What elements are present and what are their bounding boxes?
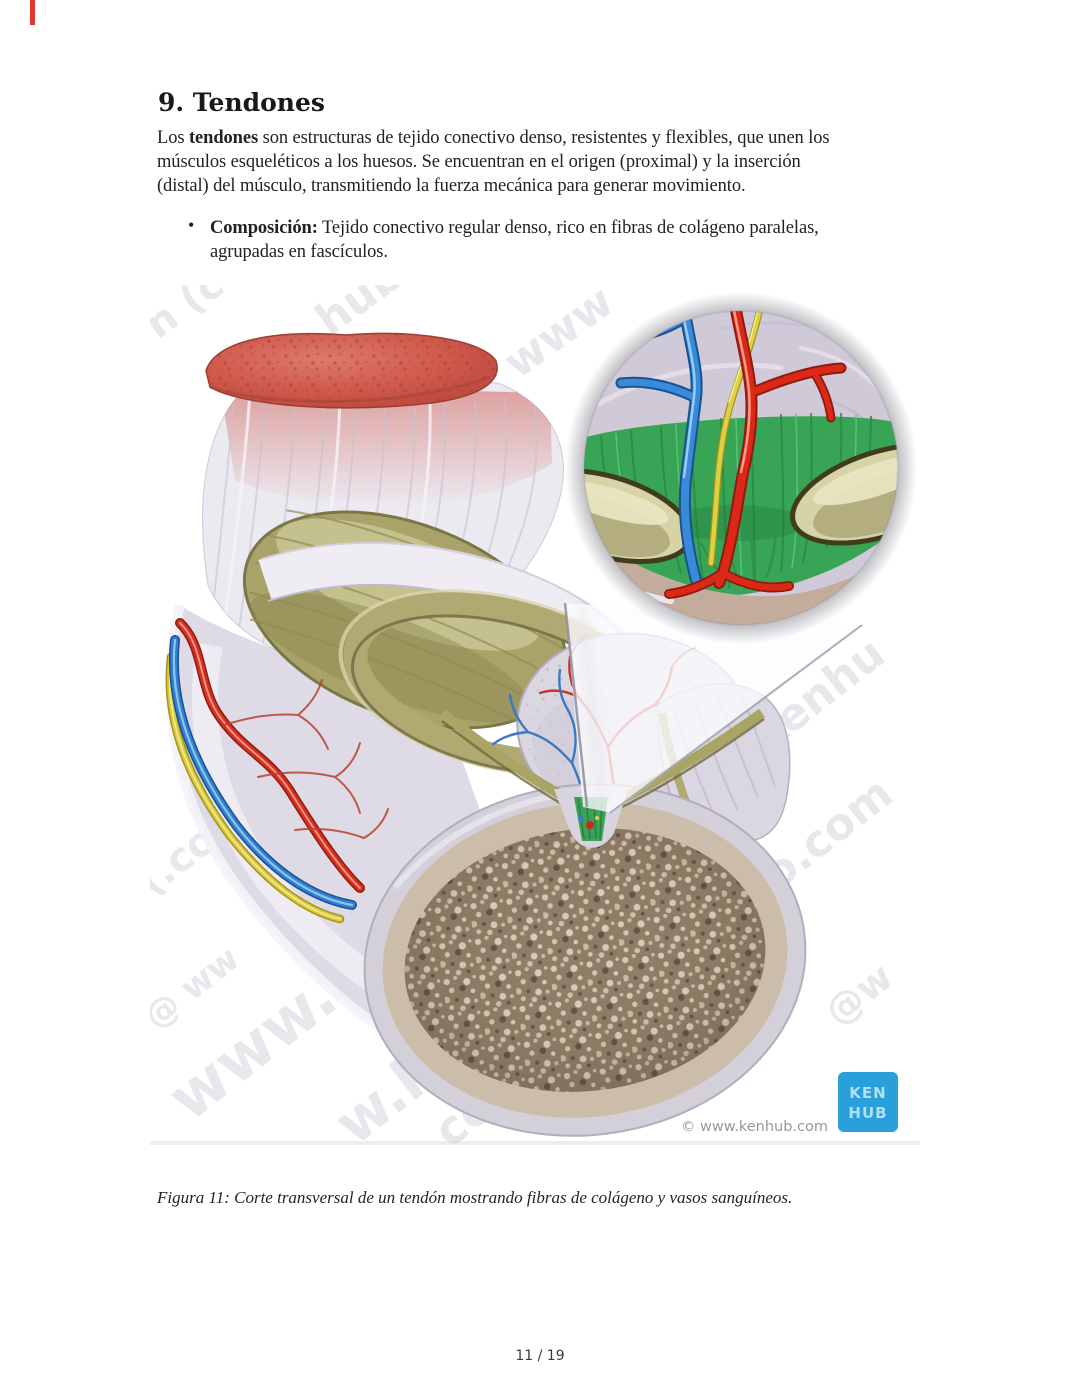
sheath-arcs-notch bbox=[438, 708, 765, 848]
magnified-inset bbox=[584, 311, 898, 625]
section-heading: 9. Tendones bbox=[158, 88, 325, 117]
bold-term: Composición: bbox=[210, 218, 318, 238]
capillary-branches bbox=[223, 679, 389, 839]
svg-text:KEN: KEN bbox=[849, 1084, 886, 1102]
bullet-line: Composición: Tejido conectivo regular de… bbox=[210, 218, 819, 238]
page-corner-marker bbox=[30, 0, 35, 25]
bone-surface-tan bbox=[584, 530, 898, 625]
callout-funnel bbox=[563, 602, 863, 814]
page-number: 11 / 19 bbox=[515, 1348, 565, 1364]
credit-text: © www.kenhub.com bbox=[681, 1119, 828, 1135]
bullet-marker: • bbox=[188, 215, 195, 235]
bold-term: tendones bbox=[188, 128, 259, 148]
paragraph-line: Los tendones son estructuras de tejido c… bbox=[157, 128, 830, 148]
paragraph-line: músculos esqueléticos a los huesos. Se e… bbox=[157, 152, 801, 172]
figure-caption: Figura 11: Corte transversal de un tendó… bbox=[157, 1188, 793, 1207]
bullet-line: agrupadas en fascículos. bbox=[210, 242, 388, 262]
paragraph-line: (distal) del músculo, transmitiendo la f… bbox=[157, 176, 746, 196]
figure-tendon-cross-section: n (c hub- www (.co @ ww www. w.ken kenhu… bbox=[130, 239, 920, 1158]
svg-text:HUB: HUB bbox=[848, 1104, 887, 1122]
muscle-belly bbox=[205, 332, 498, 409]
blood-vessels-bundle bbox=[165, 618, 389, 924]
inset-artery-red bbox=[664, 311, 847, 599]
kenhub-logo: KEN HUB bbox=[838, 1072, 898, 1132]
tendon-illustration bbox=[165, 292, 917, 1137]
